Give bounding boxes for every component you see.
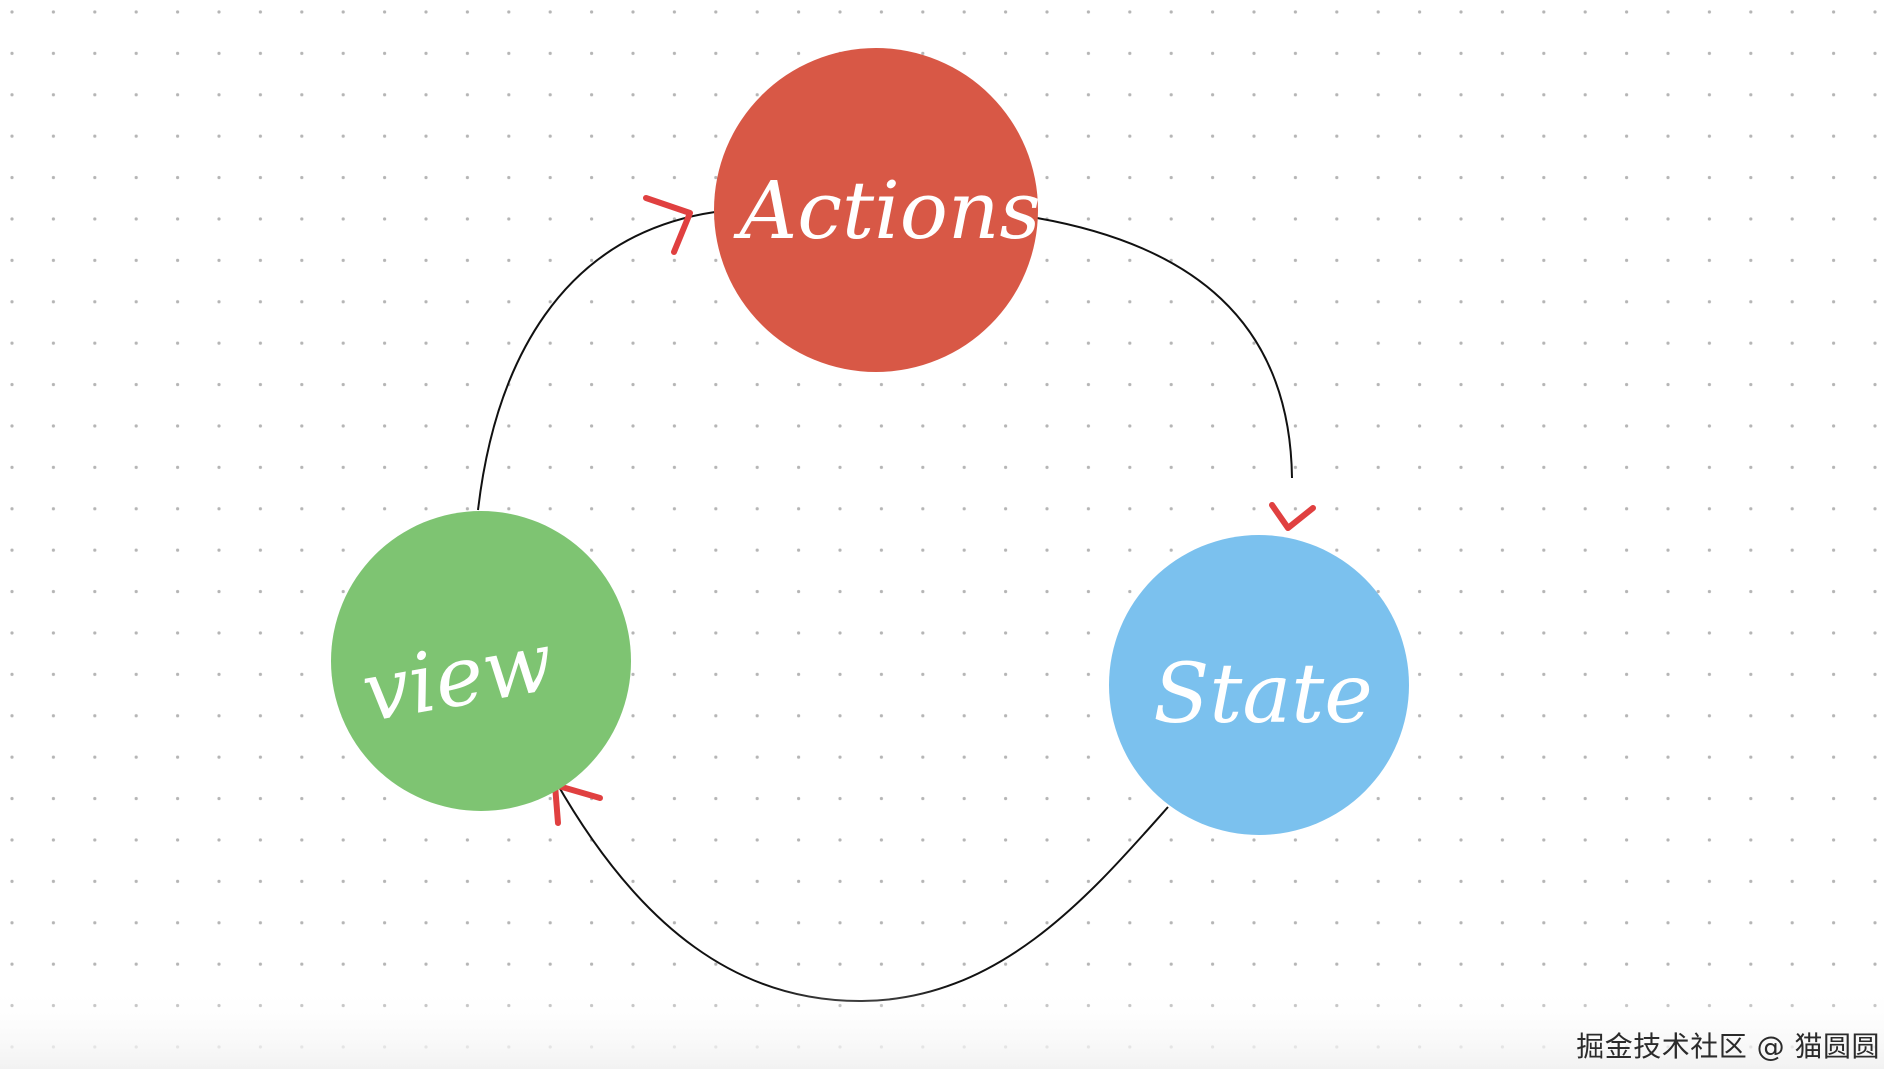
- edge-view-to-actions: [477, 211, 716, 511]
- state-label: State: [1153, 647, 1373, 742]
- actions-label: Actions: [732, 164, 1040, 257]
- edge-actions-to-state: [1036, 217, 1293, 479]
- node-view: view: [331, 511, 631, 811]
- arrowhead-into-state: [1269, 502, 1316, 531]
- bottom-fade: [0, 985, 1884, 1069]
- watermark-text: 掘金技术社区 @ 猫圆圆: [1576, 1030, 1880, 1063]
- node-actions: Actions: [714, 48, 1041, 372]
- actions-circle: [714, 48, 1038, 372]
- node-state: State: [1109, 535, 1409, 835]
- arrowhead-into-actions: [643, 195, 693, 255]
- state-circle: [1109, 535, 1409, 835]
- view-circle: [331, 511, 631, 811]
